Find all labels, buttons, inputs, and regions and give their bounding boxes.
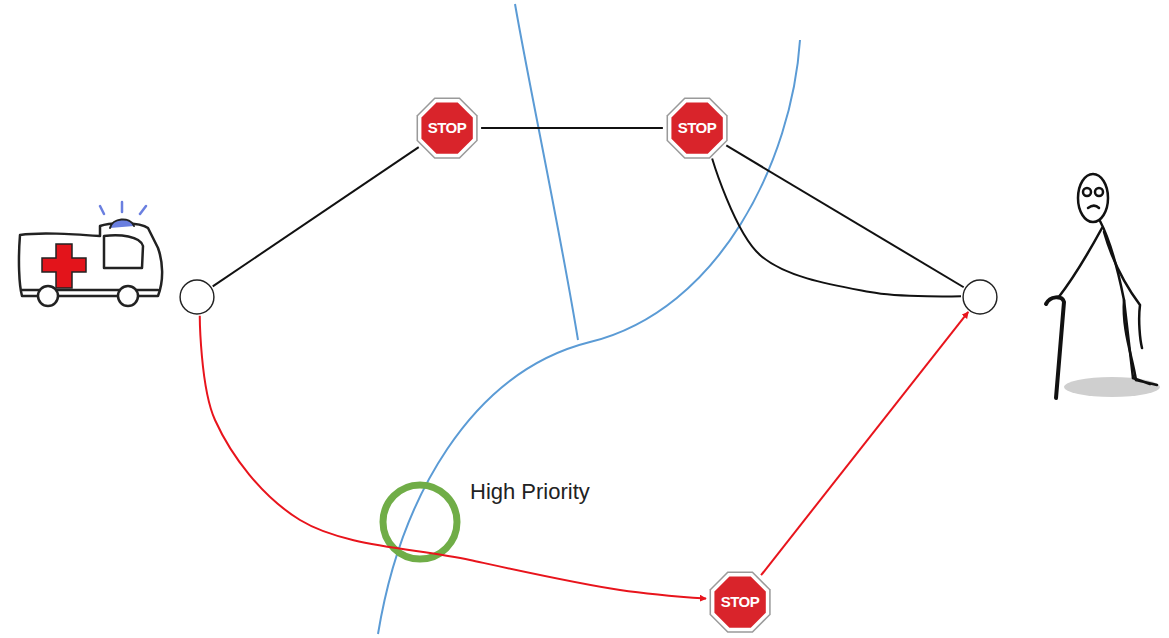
route-arrow — [761, 312, 968, 575]
circle-outline — [179, 279, 215, 315]
priority-label: High Priority — [470, 480, 590, 504]
road-line — [213, 147, 419, 286]
junction-circle — [179, 279, 215, 315]
red-cross — [42, 244, 86, 288]
old-man-figure — [1046, 174, 1160, 398]
boundary-line — [378, 40, 800, 634]
sign-text: STOP — [678, 120, 717, 135]
ambulance-icon — [19, 202, 162, 306]
road-line — [726, 145, 963, 287]
stop-sign: STOP — [707, 569, 773, 635]
road-line — [481, 127, 663, 129]
junction-circle — [962, 279, 998, 315]
sign-text: STOP — [721, 594, 760, 609]
boundary-line — [515, 4, 578, 340]
road-line — [712, 159, 961, 297]
circle-outline — [962, 279, 998, 315]
route-arrow — [200, 316, 706, 599]
stop-sign: STOP — [414, 95, 480, 161]
stop-sign: STOP — [664, 95, 730, 161]
sign-text: STOP — [428, 120, 467, 135]
